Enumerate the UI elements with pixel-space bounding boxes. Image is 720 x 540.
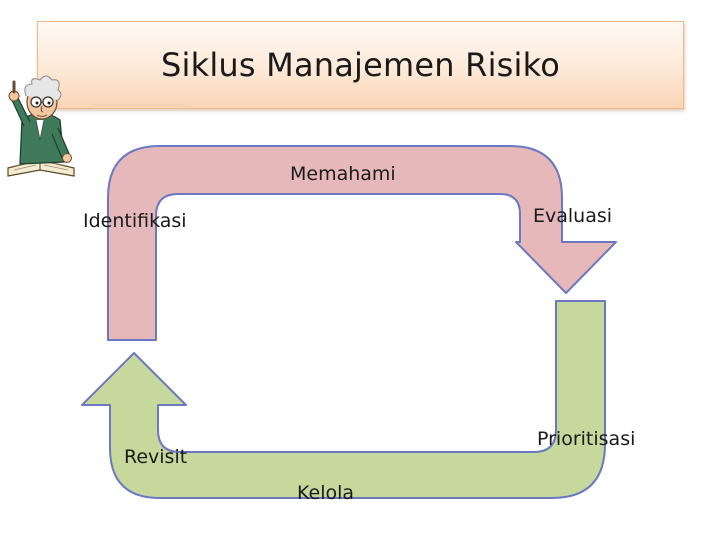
title-decoration-line	[92, 104, 184, 106]
page-title: Siklus Manajemen Risiko	[160, 46, 560, 84]
label-revisit: Revisit	[124, 446, 188, 468]
professor-with-book-icon	[7, 75, 75, 177]
title-banner	[37, 21, 684, 109]
label-evaluasi: Evaluasi	[533, 205, 613, 227]
top-cycle-arrow	[107, 145, 617, 341]
bottom-cycle-arrow	[81, 300, 606, 499]
label-identifikasi: Identifikasi	[83, 210, 187, 232]
label-kelola: Kelola	[297, 482, 355, 504]
label-memahami: Memahami	[290, 163, 396, 185]
label-prioritisasi: Prioritisasi	[537, 428, 636, 450]
